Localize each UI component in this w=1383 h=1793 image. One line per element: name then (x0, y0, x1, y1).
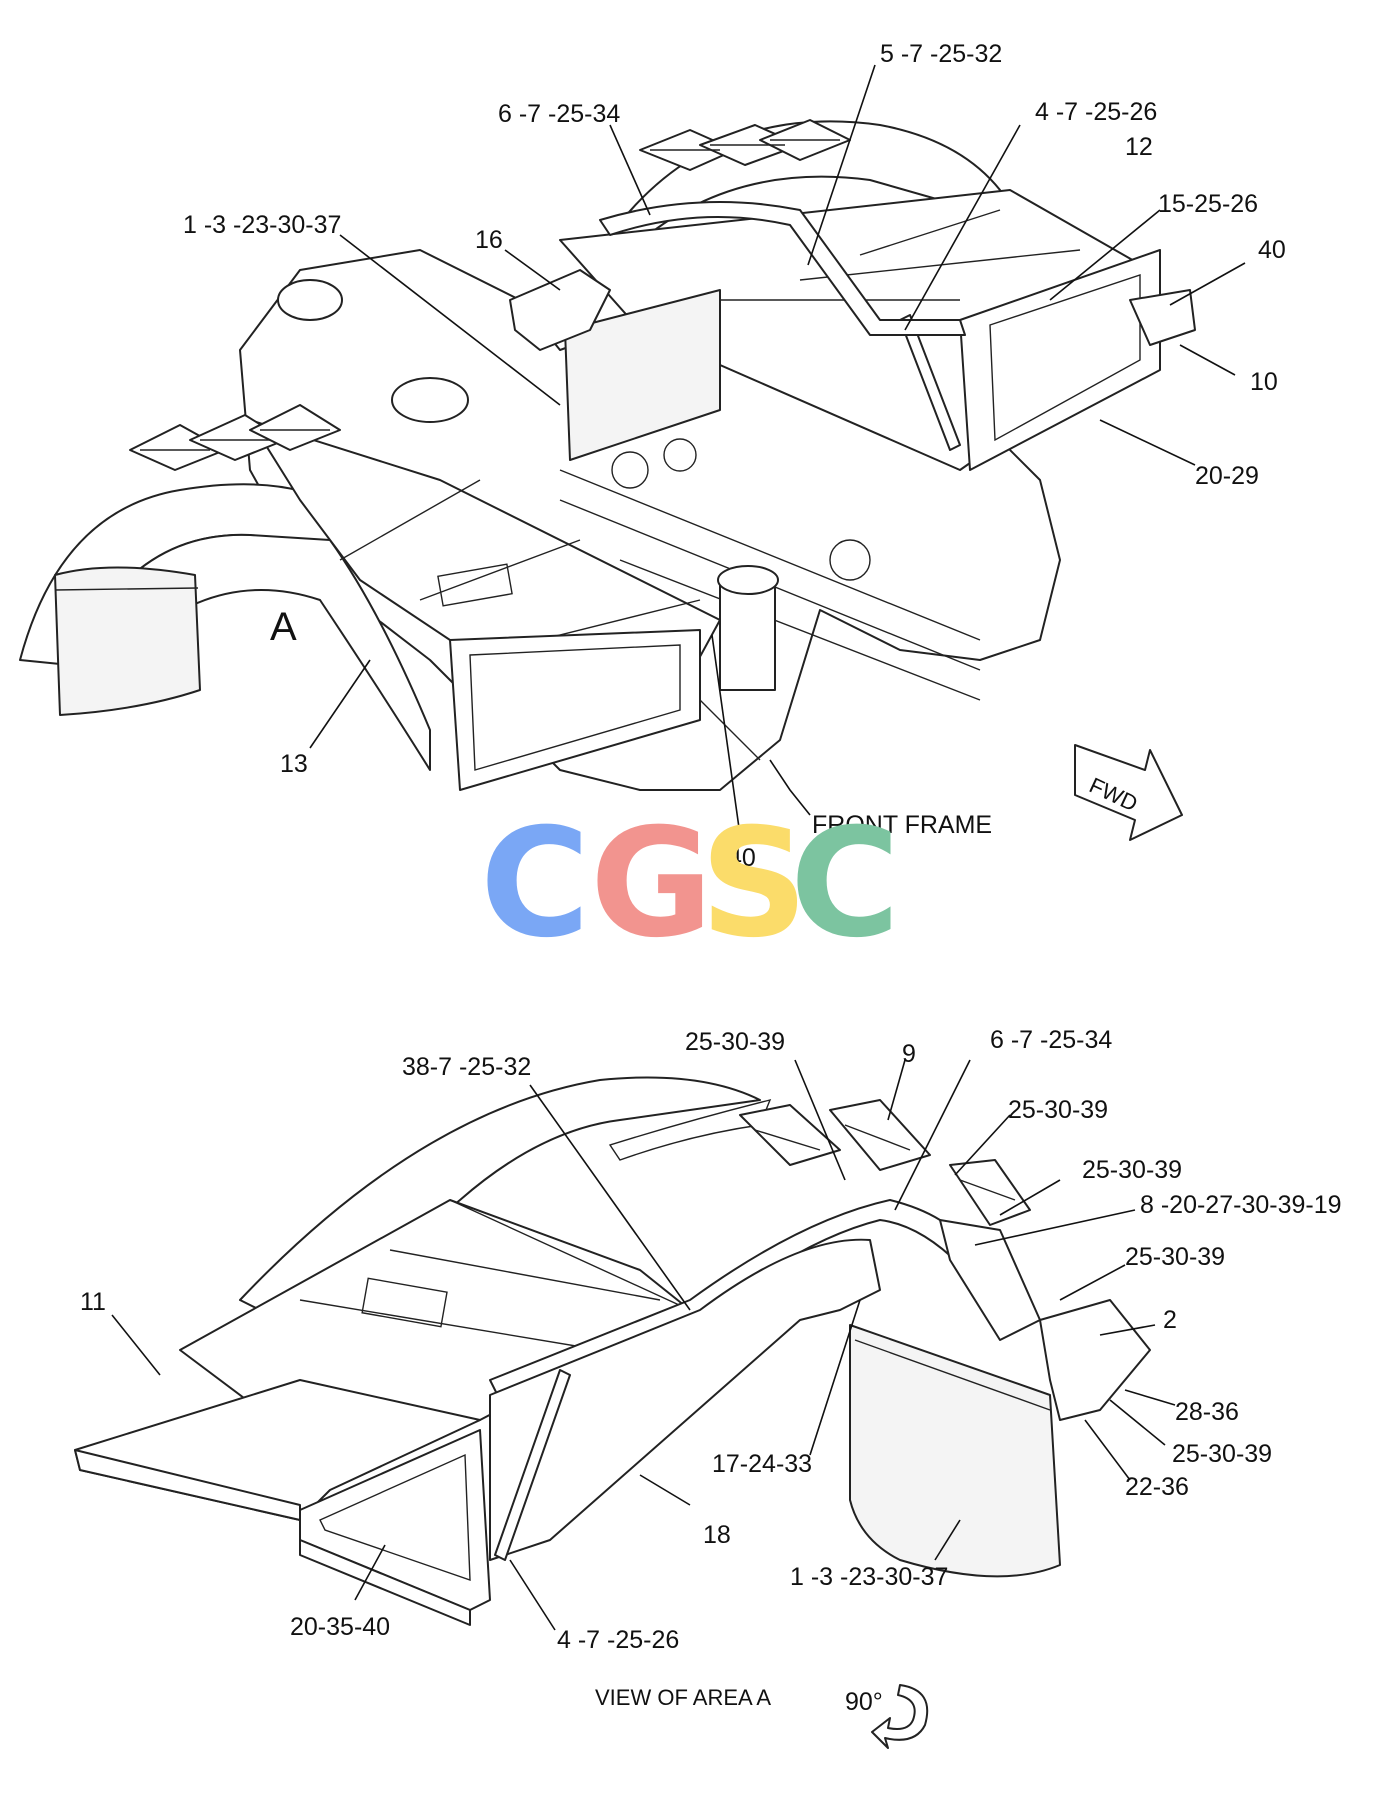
callout-1-3-23-30-37-bottom: 1 -3 -23-30-37 (790, 1563, 948, 1591)
view-caption: VIEW OF AREA A 90° (595, 1684, 929, 1749)
callout-6-7-25-34-bottom: 6 -7 -25-34 (990, 1026, 1112, 1054)
bottom-callout-labels: 25-30-39 9 6 -7 -25-34 38-7 -25-32 25-30… (80, 1026, 1342, 1654)
frame-hole-2 (663, 438, 697, 472)
bottom-leader-lines (111, 1059, 1176, 1631)
top-assembly-illustration (19, 119, 1196, 791)
callout-18: 18 (703, 1521, 731, 1549)
frame-hole-3 (829, 539, 871, 581)
callout-16: 16 (475, 226, 503, 254)
fender-support-frame (299, 1429, 491, 1611)
callout-front-frame: FRONT FRAME (812, 811, 992, 839)
callout-6-7-25-34-top: 6 -7 -25-34 (498, 100, 620, 128)
frame-post (719, 579, 776, 691)
fender-mud-flap (849, 1324, 1061, 1578)
fender-diagonal-strut (494, 1369, 571, 1561)
rotation-arrow-icon (871, 1684, 929, 1749)
frame-post-top (717, 565, 779, 595)
callout-13: 13 (280, 750, 308, 778)
callout-20-35-40: 20-35-40 (290, 1613, 390, 1641)
fender-deck-seams (299, 1199, 691, 1351)
rotation-label: 90° (845, 1688, 883, 1716)
left-fender-cage-inner (469, 644, 681, 771)
left-fender-cage (449, 629, 701, 791)
right-fender-upper-rail (599, 201, 966, 336)
callout-4-7-25-26-top: 4 -7 -25-26 (1035, 98, 1157, 126)
fender-rear-arm (939, 1219, 1041, 1341)
callout-11: 11 (80, 1288, 106, 1316)
pivot-boss-center (391, 377, 469, 423)
bottom-assembly-illustration (74, 1076, 1151, 1626)
right-fender-cage-inner (989, 274, 1141, 442)
left-mud-flap-strip (54, 587, 199, 591)
logo-letter-c2: C (790, 797, 900, 971)
callout-25-30-39-b: 25-30-39 (1008, 1096, 1108, 1124)
top-callout-labels: 5 -7 -25-32 6 -7 -25-34 4 -7 -25-26 12 1… (183, 40, 1286, 872)
callout-25-30-39-e: 25-30-39 (1172, 1440, 1272, 1468)
right-fender-side-box (564, 289, 721, 461)
upper-step-treads (639, 119, 851, 171)
fender-mud-flap-strip (854, 1339, 1051, 1411)
left-mud-flap (54, 566, 201, 716)
logo-letter-c1: C (480, 797, 590, 971)
fwd-direction-arrow: FWD (1074, 744, 1183, 841)
callout-20-29: 20-29 (1195, 462, 1259, 490)
fender-rear-bracket (1039, 1299, 1151, 1421)
callout-25-30-39-a: 25-30-39 (685, 1028, 785, 1056)
callout-8-20-27-30-39-19: 8 -20-27-30-39-19 (1140, 1191, 1342, 1219)
callout-1-3-23-30-37-top: 1 -3 -23-30-37 (183, 211, 341, 239)
callout-25-30-39-c: 25-30-39 (1082, 1156, 1182, 1184)
area-marker-a: A (270, 605, 297, 649)
fender-bottom-rail (299, 1539, 471, 1626)
right-fender-cage (959, 249, 1161, 471)
caption-view-of-area-a: VIEW OF AREA A (595, 1685, 771, 1710)
callout-4-7-25-26-bottom: 4 -7 -25-26 (557, 1626, 679, 1654)
pivot-boss-left (277, 279, 343, 321)
top-leader-lines (309, 64, 1246, 836)
cgsc-logo: C G S C (480, 797, 900, 971)
callout-38-7-25-32: 38-7 -25-32 (402, 1053, 531, 1081)
left-fender-access-cover (437, 563, 513, 607)
callout-40-bottom: 40 (728, 844, 756, 872)
logo-letter-s: S (700, 797, 808, 971)
callout-22-36: 22-36 (1125, 1473, 1189, 1501)
callout-17-24-33: 17-24-33 (712, 1450, 812, 1478)
callout-12: 12 (1125, 133, 1153, 161)
callout-9: 9 (902, 1040, 916, 1068)
callout-40-right: 40 (1258, 236, 1286, 264)
callout-15-25-26: 15-25-26 (1158, 190, 1258, 218)
callout-5-7-25-32: 5 -7 -25-32 (880, 40, 1002, 68)
callout-10: 10 (1250, 368, 1278, 396)
logo-letter-g: G (590, 797, 713, 971)
right-fender-strut (899, 314, 961, 451)
callout-28-36: 28-36 (1175, 1398, 1239, 1426)
mounting-bracket-10 (1129, 289, 1196, 346)
fender-side-skirt (489, 1238, 881, 1561)
fender-access-cover (361, 1277, 448, 1328)
frame-hole-1 (611, 451, 649, 489)
mounting-bracket-16 (509, 269, 611, 351)
left-step-treads (129, 404, 341, 471)
callout-25-30-39-d: 25-30-39 (1125, 1243, 1225, 1271)
fender-support-frame-inner (319, 1453, 471, 1581)
fwd-arrow-shape (1074, 744, 1183, 841)
callout-2: 2 (1163, 1306, 1177, 1334)
